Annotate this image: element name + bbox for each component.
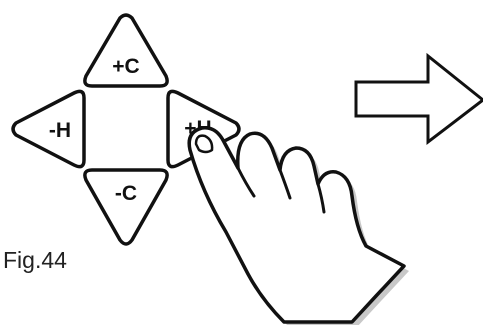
plus-c-button[interactable]: +C [85,15,167,86]
figure-caption: Fig.44 [3,247,67,274]
minus-h-label: -H [49,119,71,142]
minus-c-button[interactable]: -C [85,170,167,244]
minus-h-button[interactable]: -H [13,91,84,166]
minus-c-label: -C [115,182,137,205]
plus-c-label: +C [112,55,139,78]
pointing-hand-icon [189,128,409,325]
right-arrow-icon [356,56,483,142]
